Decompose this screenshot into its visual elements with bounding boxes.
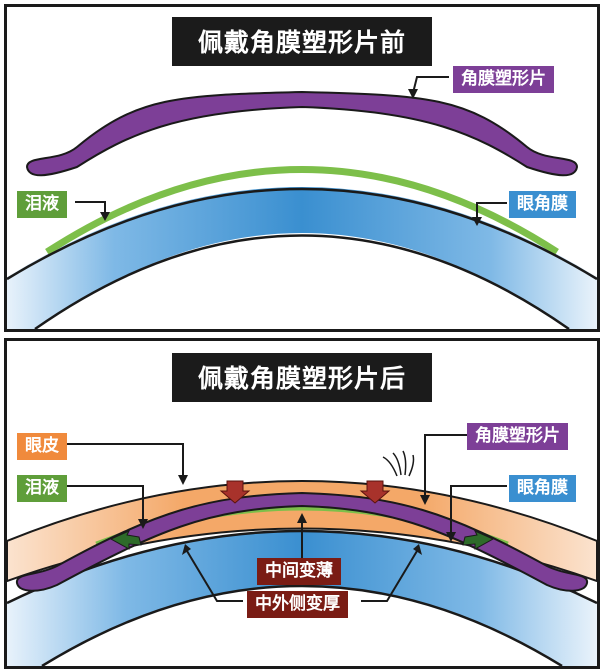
cornea-pointer <box>476 202 507 219</box>
tear-pointer <box>75 201 106 215</box>
tear-flow-arrow-right <box>462 529 495 550</box>
after-diagram <box>7 434 597 666</box>
lens-pointer-head <box>420 495 430 505</box>
eyelid-pointer <box>67 443 184 479</box>
label-lens-before: 角膜塑形片 <box>453 66 554 93</box>
compression-arrow-left <box>219 480 251 504</box>
panel-title-after: 佩戴角膜塑形片后 <box>171 353 433 402</box>
ortho-k-lens <box>15 491 589 592</box>
label-lens-after: 角膜塑形片 <box>467 423 568 450</box>
label-periphery-thickening: 中外侧变厚 <box>247 591 348 618</box>
label-cornea-before: 眼角膜 <box>509 191 576 218</box>
panel-after-wearing: 佩戴角膜塑形片后 角膜塑形片 眼皮 泪液 眼角膜 中间变薄 中外侧变厚 <box>4 338 600 669</box>
cornea-pointer-head <box>472 217 482 226</box>
lens-pointer <box>412 76 449 94</box>
center-thin-pointer-head <box>297 513 307 523</box>
tear-pointer <box>67 485 144 523</box>
lens-pointer-head <box>408 89 418 99</box>
tear-pointer-head <box>100 212 110 221</box>
lens-pointer <box>424 434 467 499</box>
label-center-thinning: 中间变薄 <box>257 558 341 585</box>
panel-before-wearing: 佩戴角膜塑形片前 角膜塑形片 泪液 眼角膜 <box>4 4 600 332</box>
cornea-pointer-head <box>446 532 456 542</box>
tear-film <box>45 166 559 255</box>
eyelid-shape <box>7 480 597 583</box>
compression-arrow-right <box>359 480 391 504</box>
tear-pointer-head <box>138 519 148 529</box>
cornea-inner-edge <box>41 584 563 666</box>
before-diagram <box>7 76 597 329</box>
cornea-pointer <box>450 485 507 536</box>
label-eyelid-after: 眼皮 <box>17 433 67 460</box>
periphery-pointer-left <box>186 550 243 602</box>
label-tear-before: 泪液 <box>17 191 67 218</box>
eyelash-lines <box>382 450 415 477</box>
cornea-outer-edge <box>7 187 597 281</box>
periphery-pointer-left-head <box>182 544 191 555</box>
label-cornea-after: 眼角膜 <box>509 475 576 502</box>
tear-flow-arrow-left <box>109 529 142 550</box>
label-tear-after: 泪液 <box>17 475 67 502</box>
cornea-shape <box>7 187 597 329</box>
panel-title-before: 佩戴角膜塑形片前 <box>171 17 433 66</box>
periphery-pointer-right-head <box>413 544 422 555</box>
ortho-k-lens <box>25 90 579 177</box>
cornea-shape <box>7 531 597 666</box>
cornea-inner-edge <box>34 234 570 329</box>
eyelid-pointer-head <box>178 475 188 485</box>
periphery-pointer-right <box>361 550 418 602</box>
